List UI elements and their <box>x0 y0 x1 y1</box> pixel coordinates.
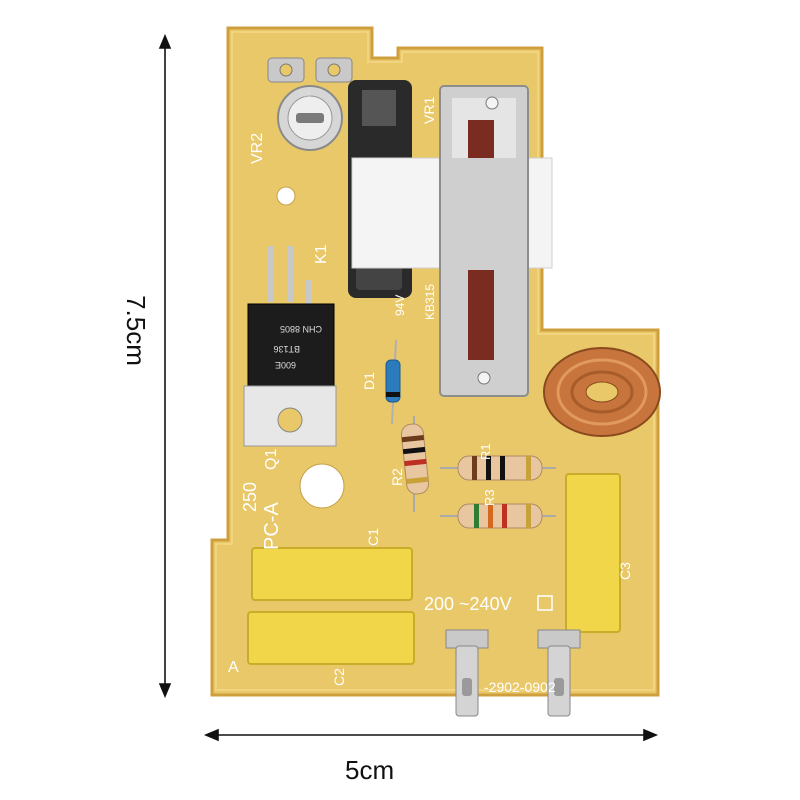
pcb-board-shading <box>215 31 655 691</box>
label-c3: C3 <box>617 562 633 580</box>
height-dimension-line <box>158 33 172 699</box>
diode-d1 <box>385 339 401 425</box>
label-q1: Q1 <box>263 449 280 470</box>
label-part-number: -2902-0902 <box>484 679 556 695</box>
label-r3: R3 <box>482 489 497 506</box>
terminal-left <box>445 629 489 717</box>
toroid-coil <box>543 347 661 437</box>
mounting-hole-top <box>276 186 296 206</box>
label-model: PC-A <box>261 502 283 550</box>
capacitor-c2 <box>247 611 415 665</box>
vr1-slide-pot <box>439 85 529 397</box>
chip-marking-line1: CHN 8805 <box>280 324 322 334</box>
capacitor-c3 <box>565 473 621 633</box>
label-vr1: VR1 <box>421 97 437 124</box>
label-r2: R2 <box>389 468 405 486</box>
label-c2: C2 <box>331 668 347 686</box>
label-k1: K1 <box>313 244 330 264</box>
label-r1: R1 <box>478 443 493 460</box>
capacitor-c1 <box>251 547 413 601</box>
resistor-r2 <box>400 416 430 512</box>
mounting-hole-large <box>299 463 345 509</box>
label-d1: D1 <box>361 372 377 390</box>
vr2-trimmer-pot <box>267 57 353 151</box>
terminal-right <box>537 629 581 717</box>
resistor-r3 <box>440 503 556 529</box>
resistor-r1 <box>440 455 556 481</box>
label-corner-a: A <box>228 659 239 676</box>
label-voltage: 200 ~240V <box>424 594 512 614</box>
pot-marking: K5 <box>299 88 310 98</box>
height-dimension-label: 7.5cm <box>120 295 151 366</box>
silkscreen-box <box>537 595 553 611</box>
width-dimension-label: 5cm <box>345 755 395 785</box>
label-code: 250 <box>240 482 260 512</box>
label-ul-mark: 94V <box>393 295 407 316</box>
label-c1: C1 <box>365 528 381 546</box>
label-slider-marking: KB315 <box>423 284 437 320</box>
label-vr2: VR2 <box>249 133 266 164</box>
chip-marking-line3: 600E <box>275 360 296 370</box>
width-dimension-line <box>203 728 659 742</box>
triac-q1 <box>243 246 337 447</box>
chip-marking-line2: BT136 <box>273 344 300 354</box>
pcb-board <box>210 26 660 697</box>
